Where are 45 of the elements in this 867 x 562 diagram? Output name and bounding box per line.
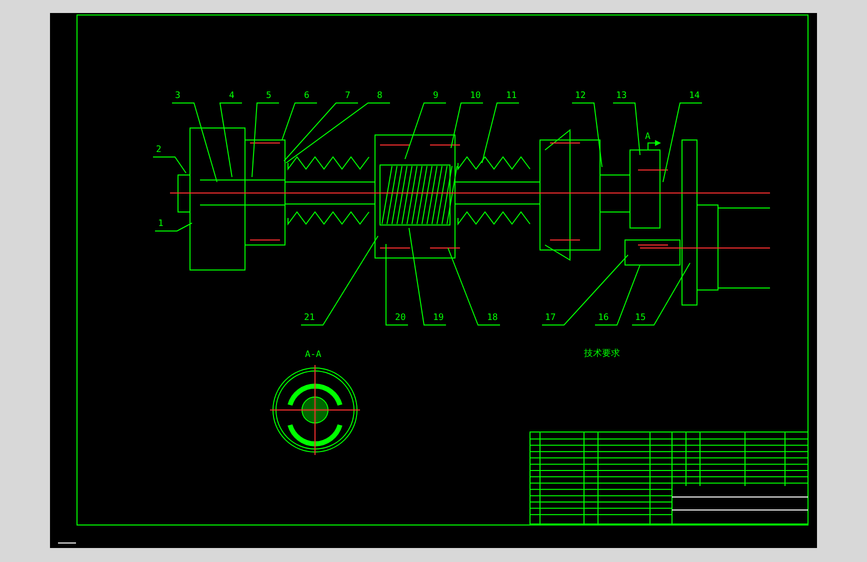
callout-number: 9: [433, 92, 438, 101]
callout-number: 2: [156, 146, 162, 155]
leader-line: [448, 248, 500, 326]
leader-line: [152, 156, 186, 174]
callout-number: 13: [616, 92, 627, 101]
callout-number: 11: [506, 92, 517, 101]
leader-line: [219, 102, 242, 178]
leader-line: [542, 254, 628, 326]
leader-line: [482, 102, 520, 164]
callout-number: 15: [635, 314, 646, 323]
callout-number: 6: [304, 92, 310, 101]
leader-line: [612, 102, 640, 156]
leader-line: [252, 102, 280, 178]
callout-number: 7: [345, 92, 350, 101]
callout-number: 10: [470, 92, 481, 101]
leader-line: [662, 102, 702, 182]
leader-line: [450, 102, 484, 148]
callout-number: 16: [598, 314, 609, 323]
section-label: A-A: [305, 351, 322, 360]
leader-line: [300, 236, 378, 326]
callout-number: 19: [433, 314, 444, 323]
callout-number: 12: [575, 92, 586, 101]
callout-number: 21: [304, 314, 315, 323]
callout-number: 8: [377, 92, 382, 101]
leader-line: [386, 244, 408, 326]
callout-number: 20: [395, 314, 406, 323]
leader-line: [284, 102, 358, 162]
callout-number: 5: [266, 92, 272, 101]
leader-line: [154, 222, 192, 232]
leader-line: [172, 102, 218, 182]
callout-number: 4: [229, 92, 234, 101]
leader-line: [408, 228, 446, 326]
leader-line: [404, 102, 446, 160]
leader-line: [572, 102, 602, 168]
callout-number: 14: [689, 92, 700, 101]
leader-line: [594, 264, 640, 326]
section-letter: A: [645, 133, 650, 142]
note-heading: 技术要求: [584, 350, 620, 359]
callout-number: 1: [158, 220, 164, 229]
callout-number: 18: [487, 314, 498, 323]
callout-number: 3: [175, 92, 180, 101]
leader-line: [282, 102, 318, 140]
leader-line: [632, 262, 690, 326]
leader-line: [286, 102, 390, 164]
callout-number: 17: [545, 314, 556, 323]
